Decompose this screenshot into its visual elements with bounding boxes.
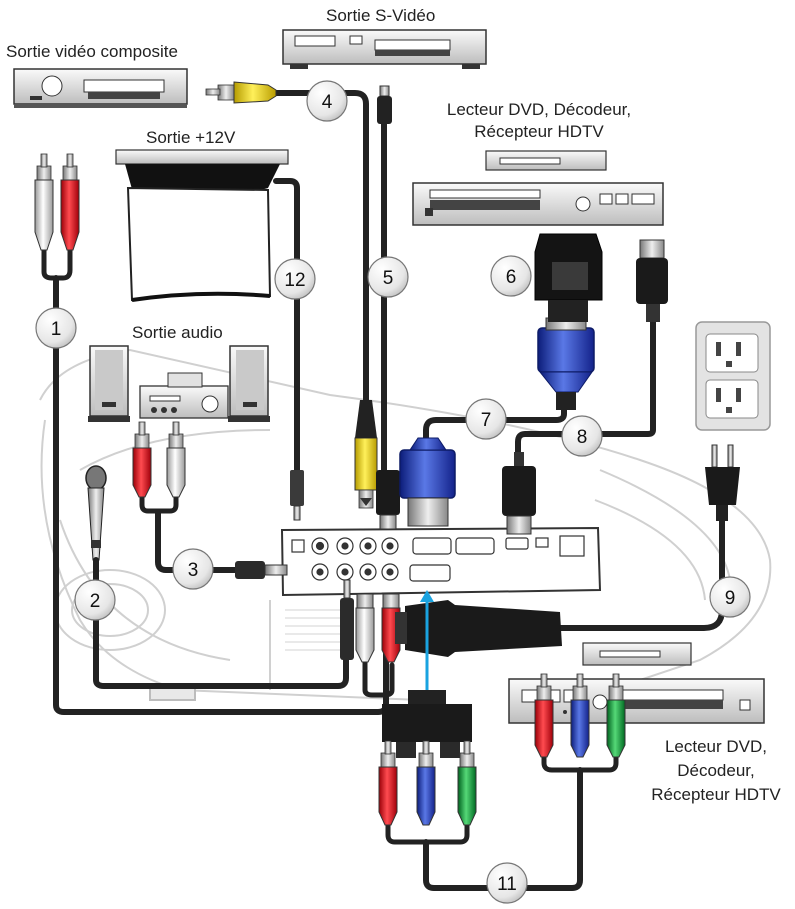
svg-text:12: 12: [284, 270, 305, 291]
composite-yellow-plug: [205, 81, 378, 509]
label-audio-out: Sortie audio: [132, 323, 223, 342]
component-rca-left: [378, 740, 477, 826]
label-dvd-bottom-1: Lecteur DVD,: [664, 737, 768, 756]
label-svideo-out: Sortie S-Vidéo: [326, 6, 436, 25]
badge-1: 1: [35, 307, 77, 349]
svg-text:2: 2: [90, 591, 101, 612]
callout-badges: 1 2 3 4 5 6 7 8 9 10 11 12: [35, 80, 751, 904]
svg-text:8: 8: [577, 427, 588, 448]
audio-out-rca-plugs: [132, 421, 288, 579]
projection-screen: [115, 149, 289, 302]
svideo-plug: [376, 85, 400, 530]
badge-7: 7: [465, 398, 507, 440]
badge-2: 2: [74, 579, 116, 621]
label-screen-12v: Sortie +12V: [146, 128, 236, 147]
badge-4: 4: [306, 80, 348, 122]
label-dvd-bottom-3: Récepteur HDTV: [651, 785, 781, 804]
vga-plug: [399, 317, 595, 527]
svg-text:1: 1: [51, 319, 62, 340]
label-dvd-top-1: Lecteur DVD, Décodeur,: [446, 100, 632, 119]
badge-9: 9: [709, 576, 751, 618]
speaker-system: [88, 345, 270, 422]
projector: [39, 348, 772, 701]
hdmi-plug: [502, 239, 668, 535]
mic-jack-plug: [340, 579, 354, 660]
audio-in-rca-plugs: [34, 153, 80, 251]
svg-text:11: 11: [497, 874, 517, 895]
wall-outlet: [695, 321, 771, 431]
component-rca-right: [534, 673, 626, 758]
screen-12v-plug: [290, 470, 304, 521]
svideo-device: [282, 29, 487, 69]
audio-rca-plugs-bottom: [355, 593, 401, 663]
badge-10: 10: [290, 542, 330, 582]
svg-text:5: 5: [383, 268, 394, 289]
dvd-device-top: [412, 150, 664, 226]
svg-text:6: 6: [506, 267, 517, 288]
projector-io-panel: [280, 526, 602, 597]
label-dvd-top-2: Récepteur HDTV: [474, 122, 604, 141]
label-composite-out: Sortie vidéo composite: [6, 42, 178, 61]
badge-8: 8: [561, 415, 603, 457]
badge-12: 12: [274, 258, 316, 300]
scart-adapter: [534, 233, 603, 322]
svg-text:7: 7: [481, 410, 492, 431]
vga-input-arrow: [420, 590, 434, 695]
badge-3: 3: [172, 548, 214, 590]
svg-text:3: 3: [188, 560, 199, 581]
badge-5: 5: [367, 256, 409, 298]
svg-text:4: 4: [322, 92, 333, 113]
composite-video-device: [13, 68, 188, 108]
vent-grille: [285, 609, 345, 651]
badge-11: 11: [486, 862, 528, 904]
vga-component-adapter: [382, 690, 472, 758]
label-dvd-bottom-2: Décodeur,: [677, 761, 755, 780]
badge-6: 6: [490, 255, 532, 297]
power-plug: [395, 444, 740, 657]
svg-text:9: 9: [725, 588, 736, 609]
